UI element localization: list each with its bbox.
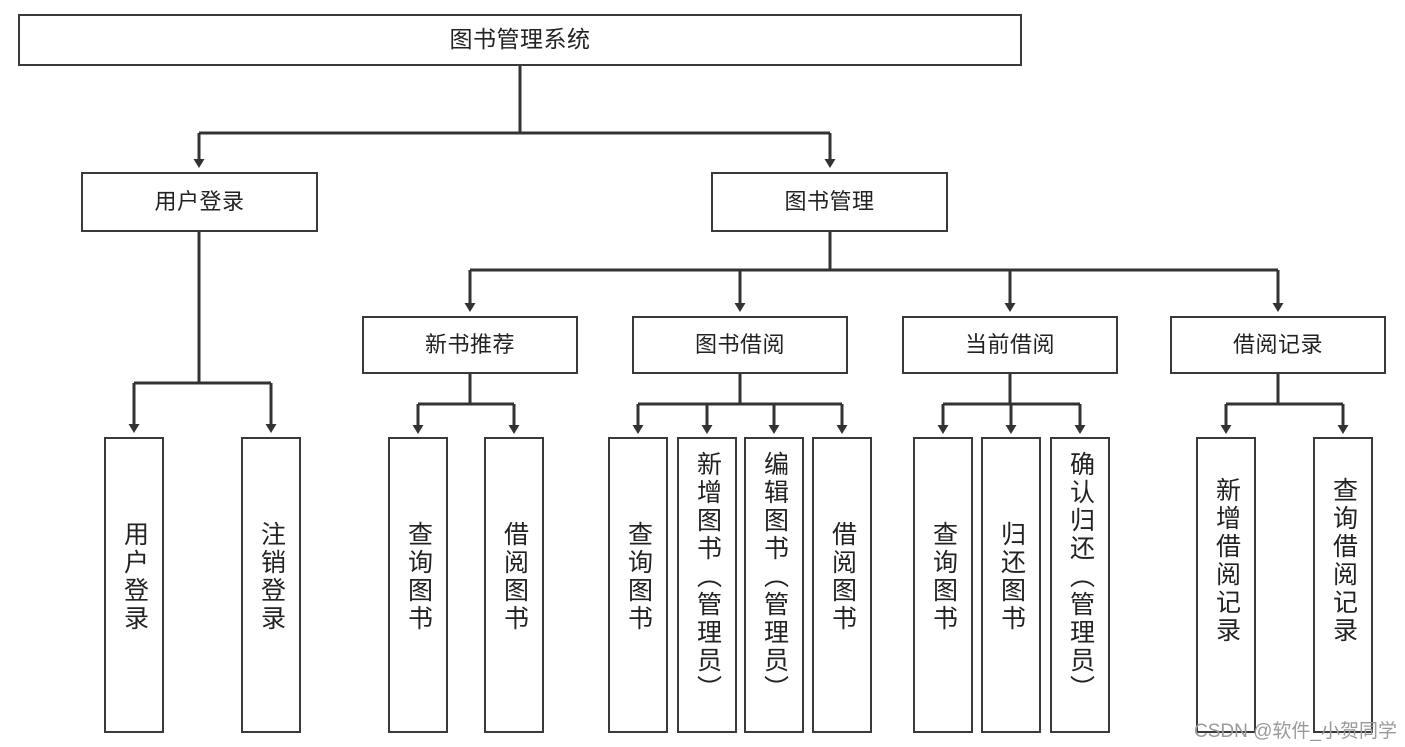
node-label: 图书管理 [784,188,875,214]
node-label: 查询图书 [929,521,958,633]
node-book-borrow[interactable]: 图书借阅 [632,316,848,374]
leaf-borrow-borrow-book[interactable]: 借阅图书 [812,437,872,733]
leaf-borrow-query-book[interactable]: 查询图书 [608,437,668,733]
leaf-record-add-record[interactable]: 新增借阅记录 [1196,437,1256,733]
leaf-borrow-add-book-admin[interactable]: 新增图书（管理员） [677,437,737,733]
node-label: 借阅记录 [1232,331,1323,357]
node-label: 新书推荐 [424,331,515,357]
leaf-current-return-book[interactable]: 归还图书 [981,437,1041,733]
leaf-borrow-edit-book-admin[interactable]: 编辑图书（管理员） [744,437,804,733]
node-label: 用户登录 [120,521,149,633]
node-current-borrow[interactable]: 当前借阅 [902,316,1118,374]
leaf-user-login-signout[interactable]: 注销登录 [241,437,301,733]
csdn-watermark: CSDN @软件_小贺同学 [1194,721,1397,742]
node-label: 用户登录 [154,188,245,214]
leaf-user-login-signin[interactable]: 用户登录 [104,437,164,733]
node-book-management[interactable]: 图书管理 [711,172,948,232]
node-label: 新增借阅记录 [1212,477,1241,645]
node-borrow-record[interactable]: 借阅记录 [1170,316,1386,374]
node-new-book-recommend[interactable]: 新书推荐 [362,316,578,374]
leaf-current-confirm-return-admin[interactable]: 确认归还（管理员） [1050,437,1110,733]
node-label: 查询借阅记录 [1329,477,1358,645]
node-label: 借阅图书 [828,521,857,633]
node-label: 确认归还（管理员） [1066,451,1095,703]
leaf-current-query-book[interactable]: 查询图书 [913,437,973,733]
node-label: 查询图书 [404,521,433,633]
node-label: 注销登录 [257,521,286,633]
node-label: 新增图书（管理员） [693,451,722,703]
node-label: 当前借阅 [964,331,1055,357]
node-label: 借阅图书 [500,521,529,633]
node-label: 编辑图书（管理员） [760,451,789,703]
leaf-record-query-record[interactable]: 查询借阅记录 [1313,437,1373,733]
node-label: 图书管理系统 [449,26,591,53]
leaf-recommend-borrow-book[interactable]: 借阅图书 [484,437,544,733]
node-label: 图书借阅 [694,331,785,357]
node-root-system[interactable]: 图书管理系统 [18,14,1022,66]
node-label: 归还图书 [997,521,1026,633]
leaf-recommend-query-book[interactable]: 查询图书 [388,437,448,733]
node-user-login[interactable]: 用户登录 [81,172,318,232]
node-label: 查询图书 [624,521,653,633]
